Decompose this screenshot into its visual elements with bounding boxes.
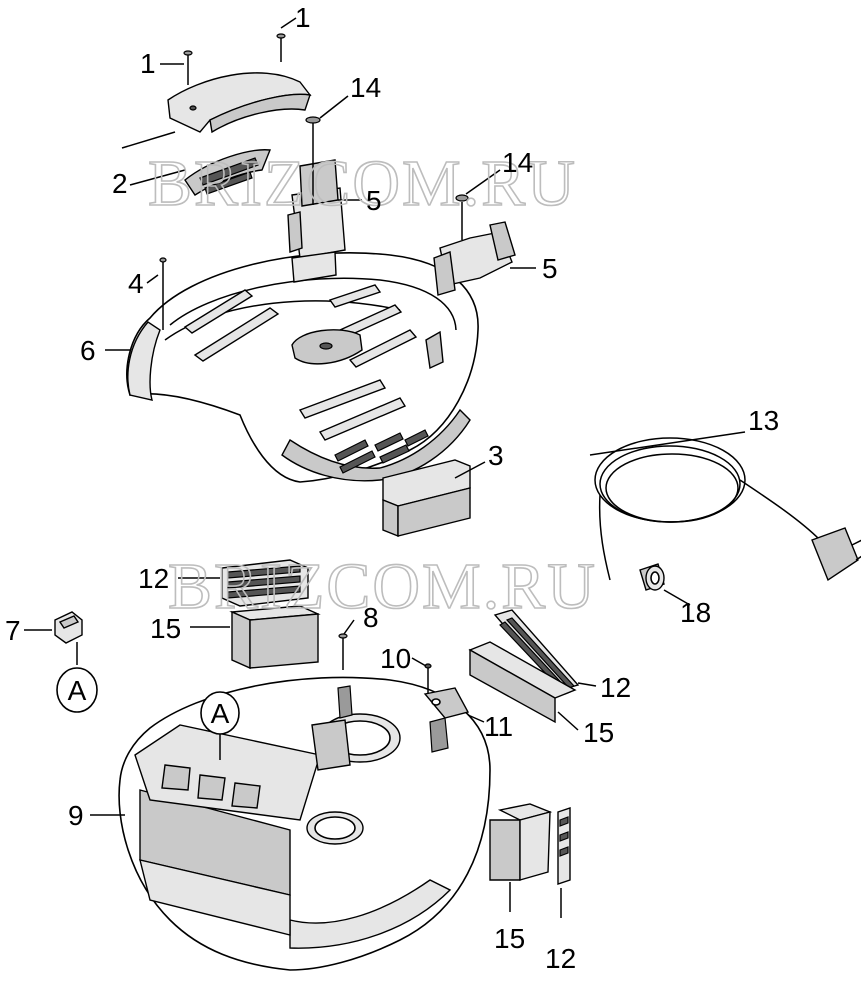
callout-13: 13 bbox=[748, 405, 779, 436]
part-switch-knob bbox=[54, 611, 83, 644]
part-foam-lower bbox=[489, 803, 553, 912]
callout-15-upper: 15 bbox=[150, 613, 181, 644]
lid-vent-grille bbox=[334, 429, 429, 474]
part-latch-left bbox=[287, 116, 346, 283]
part-latch-right bbox=[433, 194, 516, 296]
callout-12-upper: 12 bbox=[138, 563, 169, 594]
part-grille-lower bbox=[557, 807, 571, 918]
callout-5-top: 5 bbox=[366, 185, 382, 216]
marker-a-left: A bbox=[56, 667, 98, 713]
callout-7: 7 bbox=[5, 615, 21, 646]
part-handle-top bbox=[167, 72, 312, 134]
part-foam-upper bbox=[229, 605, 321, 670]
screw-1-right bbox=[276, 33, 286, 62]
callout-12-lower: 12 bbox=[545, 943, 576, 974]
callout-14-top: 14 bbox=[350, 72, 381, 103]
watermark-middle: BRIZCOM.RU bbox=[168, 550, 597, 623]
screw-8 bbox=[338, 633, 348, 670]
screw-4 bbox=[159, 257, 167, 330]
svg-text:A: A bbox=[68, 675, 87, 706]
part-handle-insert bbox=[184, 149, 271, 196]
callout-18: 18 bbox=[680, 597, 711, 628]
callout-9: 9 bbox=[68, 800, 84, 831]
callout-15-right: 15 bbox=[583, 717, 614, 748]
callout-14-right: 14 bbox=[502, 147, 533, 178]
callout-6: 6 bbox=[80, 335, 96, 366]
part-ferrite-ring bbox=[639, 563, 665, 591]
part-bracket bbox=[423, 687, 470, 719]
part-foam-right bbox=[468, 641, 577, 724]
callout-15-lower: 15 bbox=[494, 923, 525, 954]
part-lid bbox=[126, 252, 479, 483]
callout-4: 4 bbox=[128, 268, 144, 299]
callout-2: 2 bbox=[112, 168, 128, 199]
screw-1-left bbox=[183, 50, 193, 85]
part-base-housing bbox=[118, 676, 491, 971]
callout-12-right: 12 bbox=[600, 672, 631, 703]
callout-1-left: 1 bbox=[140, 48, 156, 79]
callout-11: 11 bbox=[484, 711, 513, 742]
callout-8: 8 bbox=[363, 602, 379, 633]
callout-1-right: 1 bbox=[295, 2, 311, 33]
callout-labels: 1 1 14 2 14 5 5 4 6 13 3 12 18 15 8 7 10… bbox=[5, 2, 779, 974]
marker-a-base: A bbox=[200, 691, 240, 760]
watermark-top: BRIZCOM.RU bbox=[148, 147, 577, 220]
svg-text:A: A bbox=[211, 698, 230, 729]
callout-3: 3 bbox=[488, 440, 504, 471]
part-filter-pad bbox=[382, 459, 471, 538]
leader-lines bbox=[24, 17, 746, 816]
part-power-cord bbox=[594, 437, 861, 582]
callout-10: 10 bbox=[380, 643, 411, 674]
part-grille-upper bbox=[221, 559, 309, 607]
callout-5-right: 5 bbox=[542, 253, 558, 284]
